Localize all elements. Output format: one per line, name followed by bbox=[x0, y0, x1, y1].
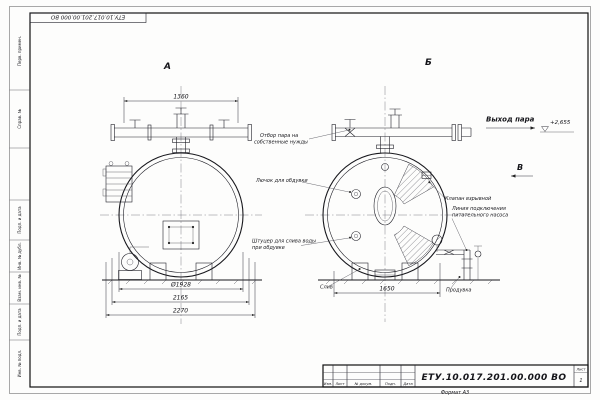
ann-drain-1: Штуцер для слива воды bbox=[252, 239, 316, 245]
hatched-sector-lower bbox=[393, 225, 434, 267]
view-b-vessel bbox=[318, 152, 500, 285]
pressure-gauge bbox=[431, 234, 443, 252]
margin-label-podp-data-2: Подп. и дата bbox=[17, 308, 22, 336]
dim-1360: 1360 bbox=[173, 94, 188, 101]
margin-label-podp-data-1: Подп. и дата bbox=[17, 206, 22, 234]
ann-pump-line-1: Линия подключения bbox=[451, 206, 506, 212]
view-b: 1650 Б bbox=[305, 58, 500, 322]
titleblock-sheet-label: Лист bbox=[575, 368, 586, 372]
view-a-piping bbox=[110, 107, 252, 153]
ann-blowdown: Продувка bbox=[446, 288, 471, 294]
nozzle-upper-left bbox=[351, 189, 361, 199]
ann-own-needs-1: Отбор пара на bbox=[260, 133, 298, 139]
manhole-outer bbox=[162, 220, 200, 250]
manway-oval bbox=[373, 186, 397, 226]
view-a-dimensions: 1360 Ø1928 2165 2270 bbox=[105, 94, 256, 318]
top-stamp-text: ЕТУ.10.017.201.00.000 ВО bbox=[50, 13, 125, 19]
ann-drain-2: при обдувке bbox=[252, 245, 285, 251]
pump bbox=[118, 246, 149, 280]
titleblock-doc-number: ЕТУ.10.017.201.00.000 ВО bbox=[422, 373, 567, 383]
ann-steam-out: Выход пара bbox=[486, 116, 535, 124]
view-a-label: А bbox=[163, 62, 171, 72]
dim-1650: 1650 bbox=[379, 286, 394, 293]
title-block: Изм. Лист № докум. Подп. Дата ЕТУ.10.017… bbox=[322, 364, 589, 388]
ann-explosion-valve: Клапан взрывной bbox=[445, 196, 492, 202]
margin-label-perv-primen: Перв. примен. bbox=[17, 36, 22, 66]
view-b-label: Б bbox=[425, 58, 432, 68]
dim-2270: 2270 bbox=[173, 308, 188, 315]
view-b-piping bbox=[331, 108, 472, 153]
sheet-frame bbox=[9, 6, 591, 394]
titleblock-sheet-value: 1 bbox=[579, 378, 582, 384]
level-mark-flag bbox=[541, 126, 549, 132]
top-stamp-box bbox=[29, 12, 147, 23]
ann-own-needs-2: собственные нужды bbox=[254, 140, 308, 146]
view-b-centerlines bbox=[305, 86, 472, 322]
manhole-inner bbox=[168, 226, 194, 244]
titleblock-col-date: Дата bbox=[402, 382, 412, 386]
view-a-centerlines bbox=[100, 86, 262, 324]
economizer bbox=[102, 161, 133, 203]
dim-1928: Ø1928 bbox=[170, 282, 191, 289]
annotations: Выход пара +2,655 В Отбор пара на собств… bbox=[252, 116, 574, 294]
view-a-vessel bbox=[102, 152, 262, 285]
ann-pump-line-2: питательного насоса bbox=[452, 213, 508, 219]
ann-level: +2,655 bbox=[550, 120, 571, 126]
titleblock-col-izm: Изм. bbox=[324, 382, 332, 386]
margin-label-vzam-inv: Взам. инв. № bbox=[17, 274, 22, 301]
titleblock-col-sign: Подп. bbox=[385, 382, 396, 386]
margin-label-sprav-n: Справ. № bbox=[17, 109, 22, 128]
view-b-dimensions: 1650 bbox=[333, 263, 441, 297]
margin-label-inv-podl: Инв. № подл. bbox=[17, 350, 22, 378]
hatched-sector-upper bbox=[393, 163, 434, 205]
nozzle-top bbox=[381, 163, 389, 171]
dim-2165: 2165 bbox=[173, 295, 188, 302]
margin-labels: Перв. примен. Справ. № Подп. и дата Инв.… bbox=[17, 36, 22, 377]
titleblock-col-list: Лист bbox=[334, 382, 345, 386]
feed-blowdown-piping bbox=[436, 245, 482, 280]
view-a: 1360 Ø1928 2165 2270 А bbox=[100, 62, 262, 324]
titleblock-col-docnum: № докум. bbox=[354, 382, 373, 386]
ann-sliv: Слив bbox=[320, 285, 333, 291]
nozzle-lower-left bbox=[351, 231, 361, 241]
format-label: Формат А3 bbox=[441, 390, 469, 396]
margin-label-inv-dubl: Инв. № дубл. bbox=[17, 242, 22, 269]
ann-hatch: Лючок для обдувки bbox=[255, 178, 308, 184]
view-v-label: В bbox=[517, 163, 523, 172]
